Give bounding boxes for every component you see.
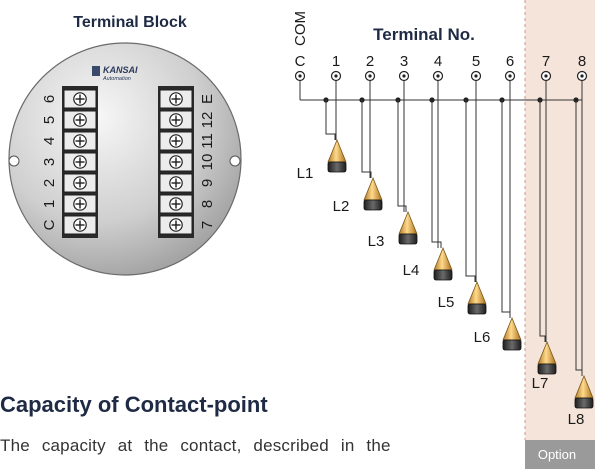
terminal-connector-dot — [474, 74, 478, 78]
mount-hole-left — [8, 155, 20, 167]
terminal-number-label: 6 — [506, 53, 514, 70]
terminal-connector-dot — [580, 74, 584, 78]
terminal-number-label: 3 — [400, 53, 408, 70]
terminal-block-title: Terminal Block — [73, 14, 187, 31]
float-sensor-base — [398, 233, 418, 245]
load-common-wire — [325, 100, 336, 140]
terminal-number-label: 1 — [332, 53, 340, 70]
right-terminal-label: 9 — [199, 179, 216, 187]
logo-sub: Automation — [102, 76, 131, 82]
float-sensor-base — [574, 397, 594, 409]
float-sensor-base — [502, 339, 522, 351]
float-sensor-base — [433, 269, 453, 281]
load-common-wire — [361, 100, 372, 178]
left-terminal-label: 1 — [41, 200, 58, 208]
kansai-logo: KANSAI Automation — [92, 65, 138, 82]
right-terminal-label: 7 — [199, 221, 216, 229]
load-common-wire — [431, 100, 442, 248]
float-sensor-base — [363, 199, 383, 211]
load-label: L7 — [532, 375, 549, 392]
left-terminal-label: 3 — [41, 158, 58, 166]
terminal-connector-dot — [368, 74, 372, 78]
left-terminal-label: 6 — [41, 95, 58, 103]
com-label: COM — [292, 11, 309, 46]
load-label: L3 — [368, 233, 385, 250]
right-terminal-label: E — [199, 94, 216, 104]
terminal-number-label: C — [295, 53, 306, 70]
load-common-wire — [465, 100, 476, 282]
terminal-labels-right: E 12 11 10 9 8 7 — [199, 94, 216, 229]
load-label: L1 — [297, 165, 314, 182]
section-body: The capacity at the contact, described i… — [0, 436, 391, 455]
terminal-connector-dot — [402, 74, 406, 78]
terminal-connector-dot — [508, 74, 512, 78]
right-terminal-label: 11 — [199, 133, 216, 149]
terminal-number-label: 7 — [542, 53, 550, 70]
load-label: L2 — [333, 198, 350, 215]
logo-brand: KANSAI — [103, 65, 138, 75]
terminal-strip-left — [62, 86, 98, 238]
float-sensor-base — [467, 303, 487, 315]
terminal-number-label: 5 — [472, 53, 480, 70]
left-terminal-label: 4 — [41, 137, 58, 145]
section-heading: Capacity of Contact-point — [0, 392, 268, 417]
load-label: L4 — [403, 262, 420, 279]
terminal-connector-dot — [334, 74, 338, 78]
left-terminal-label: 2 — [41, 179, 58, 187]
terminal-number-label: 4 — [434, 53, 442, 70]
float-sensor-cone — [502, 316, 522, 341]
mount-hole-right — [229, 155, 241, 167]
float-sensor-cone — [327, 138, 347, 163]
terminal-connectors: C 1 2 3 4 5 6 7 8 — [295, 53, 588, 82]
terminal-labels-left: 6 5 4 3 2 1C — [41, 95, 58, 231]
load-common-wire — [397, 100, 407, 212]
load-label: L6 — [474, 329, 491, 346]
terminal-connector-dot — [544, 74, 548, 78]
load-common-wire — [501, 100, 511, 318]
terminal-strip-right — [158, 86, 194, 238]
right-terminal-label: 10 — [199, 154, 216, 171]
float-sensor-cone — [467, 280, 487, 305]
left-terminal-label: C — [41, 219, 58, 230]
load-label: L5 — [438, 294, 455, 311]
option-label-bg — [525, 440, 595, 469]
load-common-wire — [539, 100, 546, 342]
float-sensor-cone — [433, 246, 453, 271]
float-sensor-cone — [398, 210, 418, 235]
terminal-number-label: 8 — [578, 53, 586, 70]
left-terminal-label: 5 — [41, 116, 58, 124]
float-sensor-cone — [363, 176, 383, 201]
terminal-no-title: Terminal No. — [373, 25, 475, 44]
float-sensor-base — [327, 161, 347, 173]
right-terminal-label: 12 — [199, 112, 216, 129]
terminal-connector-dot — [436, 74, 440, 78]
terminal-number-label: 2 — [366, 53, 374, 70]
right-terminal-label: 8 — [199, 200, 216, 208]
load-label: L8 — [568, 411, 585, 428]
option-label: Option — [538, 447, 576, 462]
float-sensor-base — [537, 363, 557, 375]
wiring-lines — [299, 81, 583, 376]
terminal-connector-dot — [298, 74, 302, 78]
